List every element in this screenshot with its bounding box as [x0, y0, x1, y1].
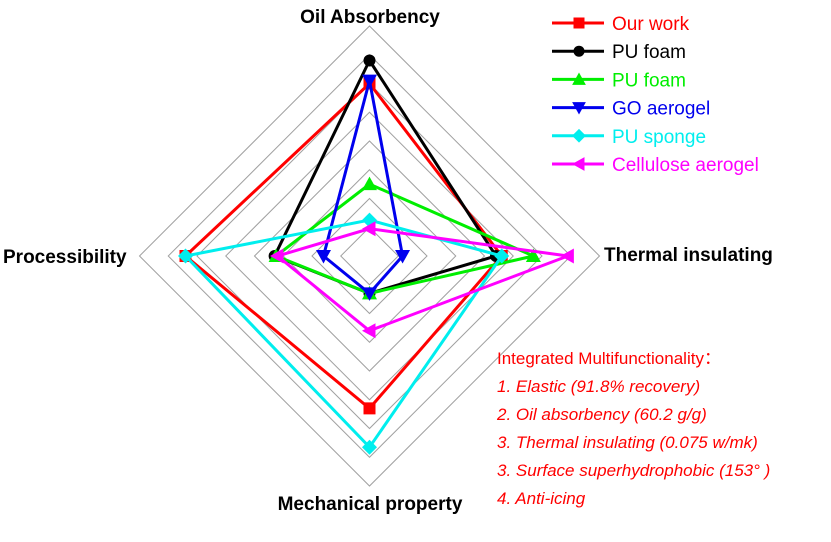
legend-item: Cellulose aerogel: [552, 155, 759, 176]
annotation-item: 2. Oil absorbency (60.2 g/g): [496, 405, 707, 424]
annotation-title: Integrated Multifunctionality：: [497, 349, 721, 368]
legend-item: GO aerogel: [552, 99, 710, 120]
marker-triangle-down: [395, 250, 411, 264]
series-our-work: [179, 77, 508, 415]
legend-label: Cellulose aerogel: [612, 155, 759, 176]
legend-label: PU foam: [612, 70, 686, 91]
marker-diamond: [494, 248, 510, 264]
grid-ring: [340, 226, 399, 286]
series-cellulose-aerogel: [270, 221, 574, 339]
annotation-box: Integrated Multifunctionality： 1. Elasti…: [496, 349, 770, 508]
legend-label: GO aerogel: [612, 99, 710, 120]
marker-circle: [363, 54, 376, 67]
marker-triangle-down: [362, 287, 377, 301]
legend-label: PU foam: [612, 42, 686, 63]
marker-triangle-down: [362, 74, 377, 89]
marker-triangle-down: [316, 250, 331, 264]
annotation-item: 1. Elastic (91.8% recovery): [497, 377, 700, 396]
marker-circle: [573, 45, 585, 57]
marker-triangle-up: [572, 72, 586, 85]
radar-series: [178, 54, 574, 455]
marker-square: [573, 17, 585, 29]
marker-diamond: [572, 128, 586, 143]
axis-label-processibility: Processibility: [3, 247, 127, 268]
series-pu-sponge: [178, 212, 510, 455]
legend-item: PU sponge: [552, 127, 706, 148]
series-line: [273, 182, 539, 295]
grid-ring: [138, 25, 601, 487]
axis-label-thermal-insulating: Thermal insulating: [604, 245, 773, 266]
marker-diamond: [178, 248, 193, 264]
marker-square: [363, 402, 376, 415]
legend: Our work PU foam PU foam GO aerogel PU spong…: [552, 14, 759, 176]
annotation-item: 3. Surface superhydrophobic (153° ): [497, 461, 770, 480]
grid-ring: [196, 82, 543, 430]
legend-label: PU sponge: [612, 127, 706, 148]
marker-triangle-up: [525, 248, 541, 262]
legend-item: Our work: [552, 14, 690, 35]
marker-triangle-left: [572, 157, 585, 171]
marker-triangle-left: [362, 221, 376, 237]
legend-label: Our work: [612, 14, 690, 35]
grid-ring: [253, 140, 486, 372]
grid-ring: [311, 197, 428, 315]
grid-ring: [282, 169, 457, 343]
marker-triangle-left: [362, 323, 376, 339]
marker-triangle-left: [270, 248, 284, 264]
grid-ring: [167, 54, 572, 458]
marker-diamond: [362, 439, 377, 455]
legend-item: PU foam: [552, 42, 686, 63]
marker-triangle-up: [362, 176, 377, 191]
marker-triangle-left: [560, 248, 574, 264]
axis-label-mechanical-property: Mechanical property: [278, 494, 463, 515]
series-go-aerogel: [316, 74, 411, 301]
legend-item: PU foam: [552, 70, 686, 91]
annotation-item: 3. Thermal insulating (0.075 w/mk): [497, 433, 758, 452]
annotation-item: 4. Anti-icing: [497, 489, 586, 508]
marker-triangle-down: [572, 102, 586, 115]
axis-label-oil-absorbency: Oil Absorbency: [300, 7, 440, 28]
